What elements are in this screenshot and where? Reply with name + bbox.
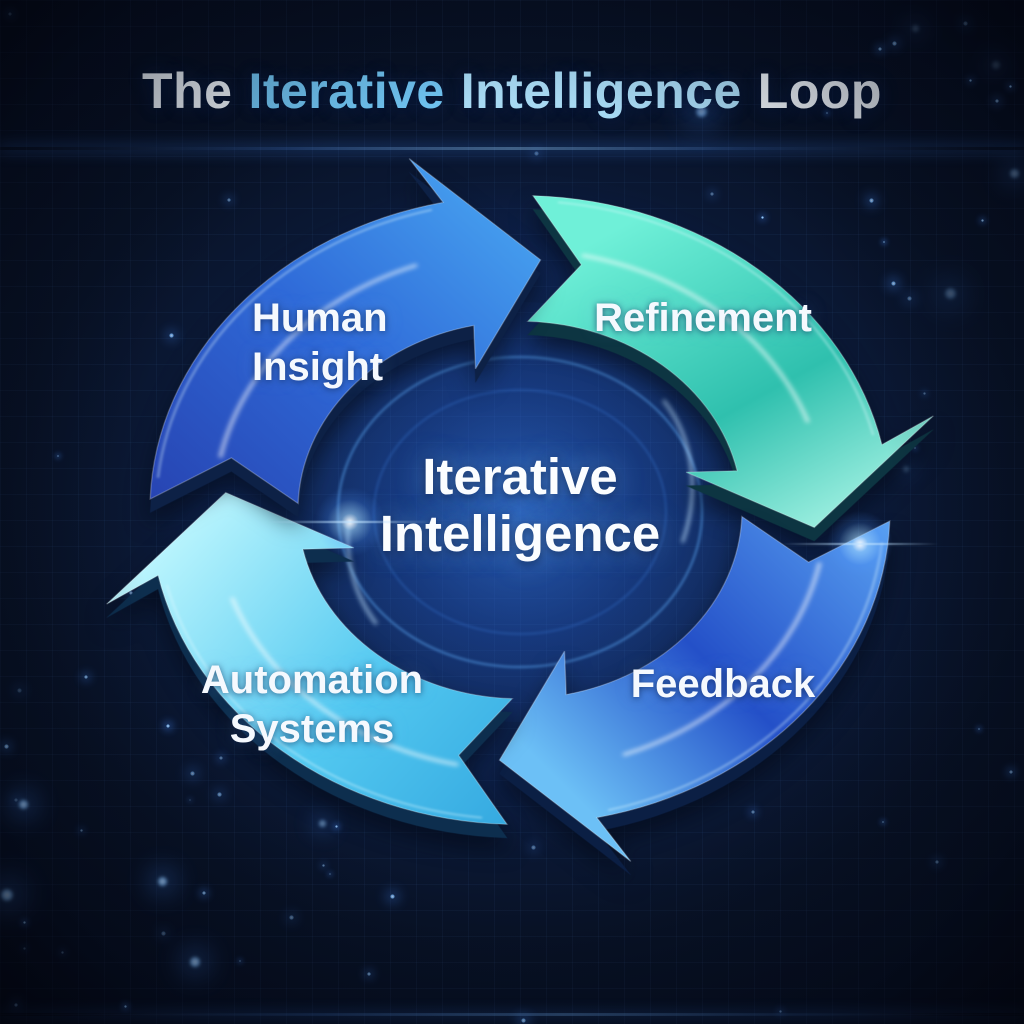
label-line: Human (252, 296, 388, 340)
label-line: Refinement (594, 296, 812, 340)
label-line: Insight (252, 345, 384, 389)
label-line: Feedback (630, 662, 816, 706)
label-automation-systems: Automation Systems (178, 656, 446, 754)
center-label-line2: Intelligence (379, 505, 661, 562)
label-refinement: Refinement (558, 294, 848, 343)
label-feedback: Feedback (588, 660, 858, 709)
label-line: Automation (200, 658, 424, 702)
label-human-insight: Human Insight (252, 294, 388, 392)
center-label: Iterative Intelligence (348, 448, 692, 562)
center-label-line1: Iterative (422, 448, 618, 505)
label-line: Systems (229, 707, 395, 751)
